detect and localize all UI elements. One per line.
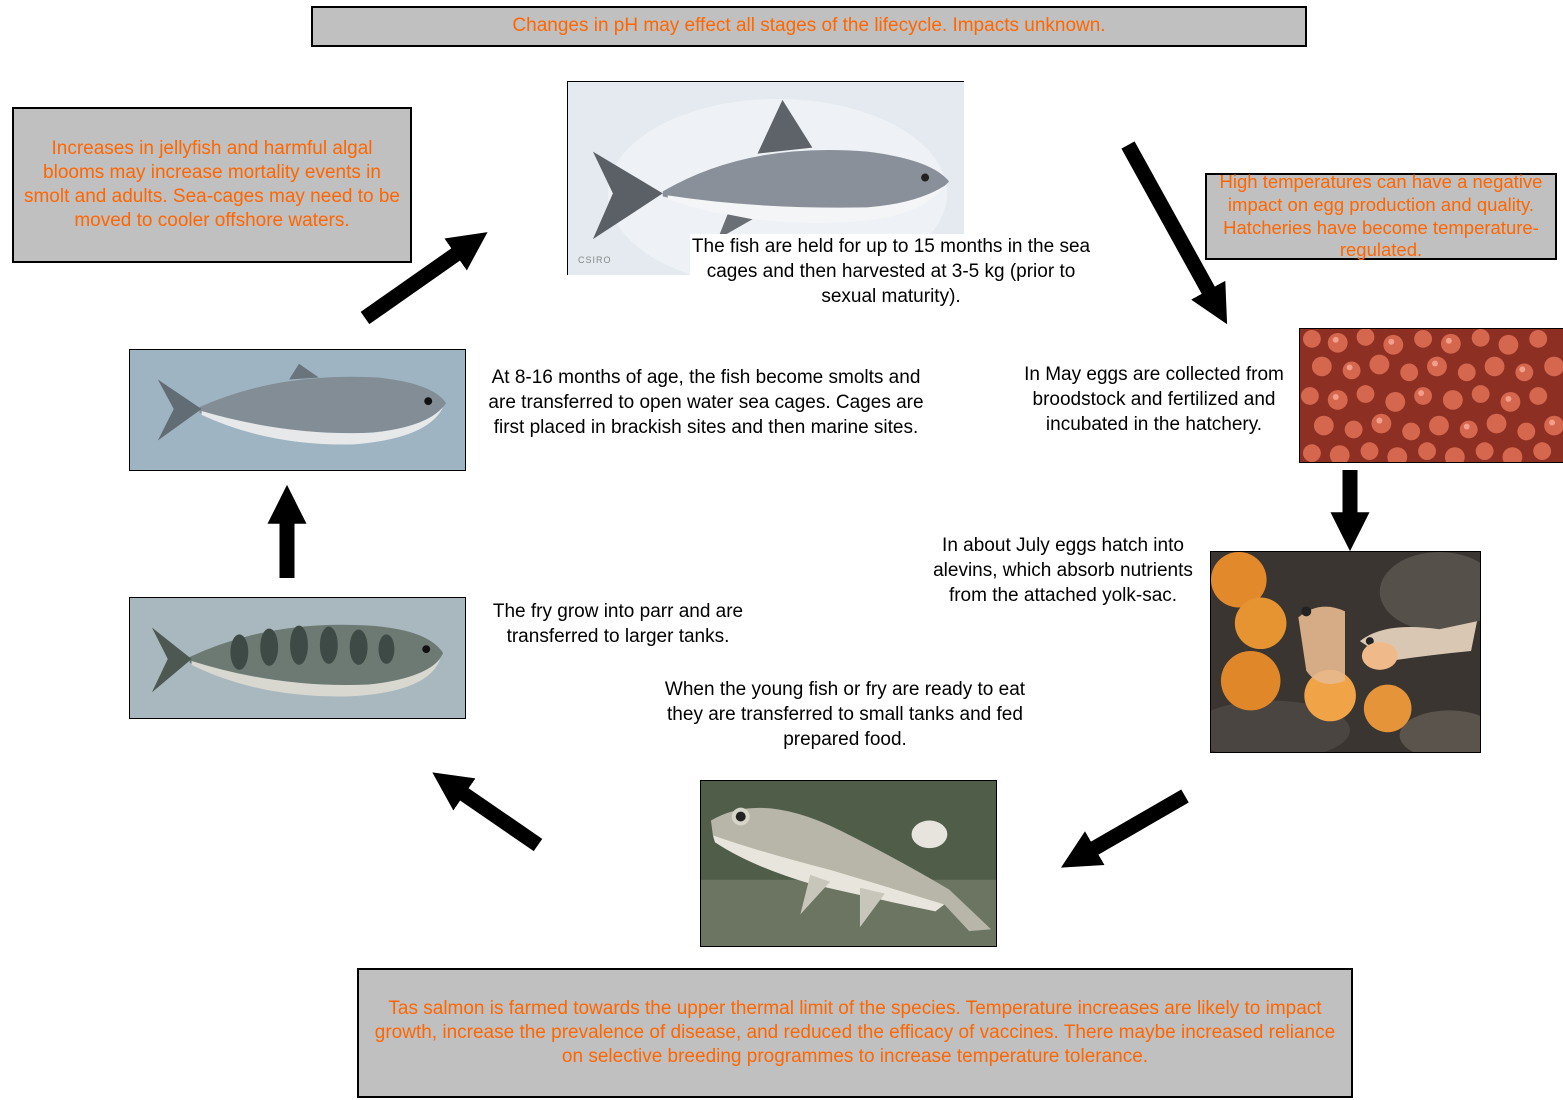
smolt-photo bbox=[129, 349, 466, 471]
arrow-adult-to-eggs bbox=[1121, 141, 1228, 325]
fry-photo bbox=[700, 780, 997, 947]
alevins-label: In about July eggs hatch into alevins, w… bbox=[933, 535, 1193, 607]
fry-label: When the young fish or fry are ready to … bbox=[664, 679, 1026, 751]
arrow-smolt-to-adult bbox=[360, 232, 488, 325]
temperature-impact-box: High temperatures can have a negative im… bbox=[1205, 171, 1557, 260]
harvest-label: The fish are held for up to 15 months in… bbox=[690, 234, 1092, 310]
alevins-photo bbox=[1210, 551, 1481, 753]
jellyfish-impact-box: Increases in jellyfish and harmful algal… bbox=[12, 107, 412, 263]
parr-label: The fry grow into parr and are transferr… bbox=[492, 601, 744, 648]
eggs-label: In May eggs are collected from broodstoc… bbox=[1024, 364, 1284, 436]
csiro-credit: CSIRO bbox=[578, 255, 612, 265]
arrow-fry-to-parr bbox=[432, 772, 543, 852]
salmon-eggs-photo bbox=[1299, 328, 1563, 463]
parr-photo bbox=[129, 597, 466, 719]
thermal-limit-box: Tas salmon is farmed towards the upper t… bbox=[357, 968, 1353, 1098]
ph-impact-box: Changes in pH may effect all stages of t… bbox=[311, 6, 1307, 47]
arrow-alevins-to-fry bbox=[1060, 789, 1189, 868]
smolt-label: At 8-16 months of age, the fish become s… bbox=[488, 367, 924, 439]
